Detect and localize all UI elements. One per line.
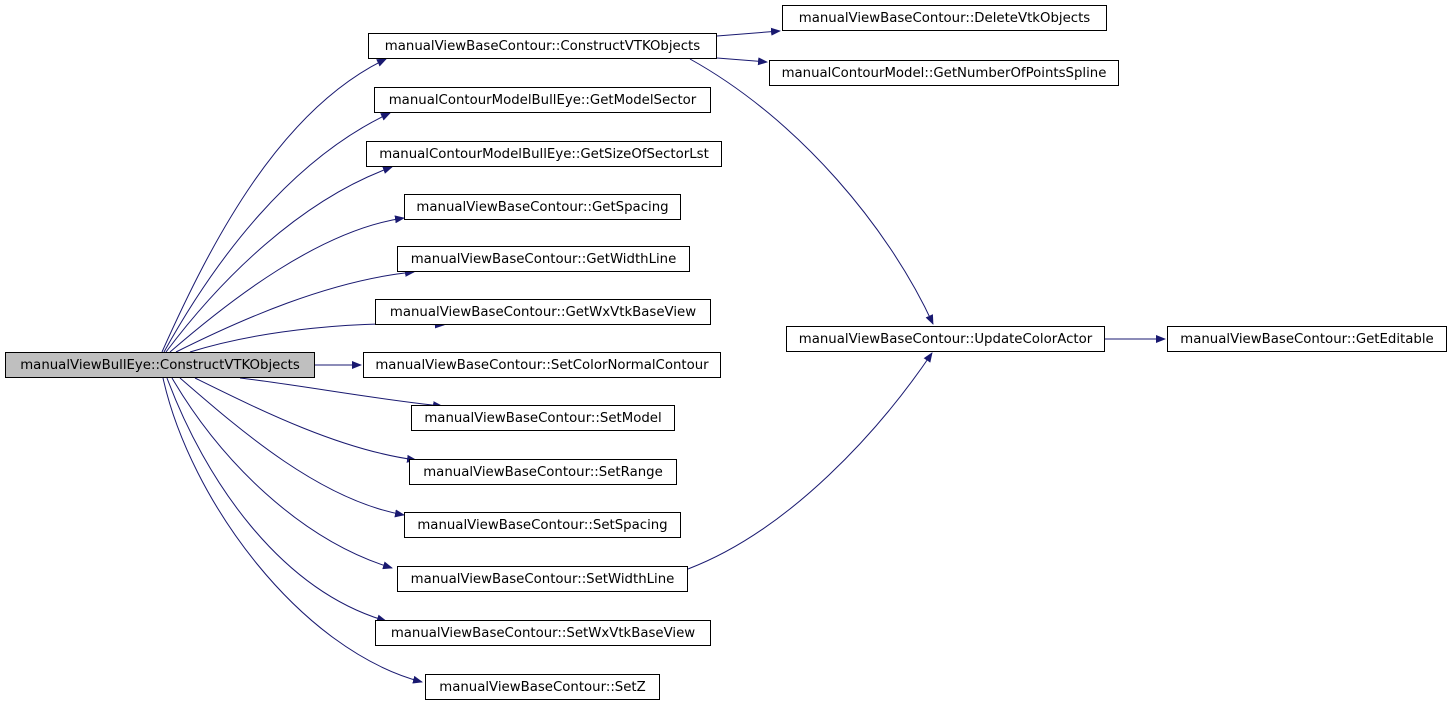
node-set-spacing[interactable]: manualViewBaseContour::SetSpacing [404, 512, 681, 538]
node-set-model[interactable]: manualViewBaseContour::SetModel [411, 405, 675, 431]
node-get-model-sector[interactable]: manualContourModelBullEye::GetModelSecto… [374, 87, 711, 113]
node-set-z[interactable]: manualViewBaseContour::SetZ [425, 674, 660, 700]
node-set-range[interactable]: manualViewBaseContour::SetRange [409, 459, 677, 485]
node-get-width-line[interactable]: manualViewBaseContour::GetWidthLine [397, 246, 690, 272]
edge-root-to-n_gwx [189, 320, 445, 353]
node-set-color-normal-contour[interactable]: manualViewBaseContour::SetColorNormalCon… [363, 352, 721, 378]
edge-n_cvtk-to-n_dvtk [716, 27, 781, 37]
edge-root-to-n_gsos [165, 166, 393, 353]
node-update-color-actor[interactable]: manualViewBaseContour::UpdateColorActor [786, 326, 1105, 352]
edge-root-to-n_srng [194, 377, 417, 463]
edge-root-to-n_swl [171, 377, 393, 570]
node-get-wx-vtk-base-view[interactable]: manualViewBaseContour::GetWxVtkBaseView [375, 299, 711, 325]
node-root-construct-vtk-objects[interactable]: manualViewBullEye::ConstructVTKObjects [5, 352, 315, 378]
edge-root-to-n_swx [166, 377, 387, 623]
edge-root-to-n_sz [162, 377, 423, 684]
edge-root-to-n_smod [239, 377, 443, 410]
node-delete-vtk-objects[interactable]: manualViewBaseContour::DeleteVtkObjects [782, 5, 1107, 31]
edge-n_swl-to-n_uca [687, 352, 933, 570]
edge-root-to-n_gms [163, 112, 391, 353]
node-get-size-of-sector-lst[interactable]: manualContourModelBullEye::GetSizeOfSect… [366, 141, 722, 167]
node-get-number-of-points-spline[interactable]: manualContourModel::GetNumberOfPointsSpl… [769, 60, 1119, 86]
node-get-spacing[interactable]: manualViewBaseContour::GetSpacing [404, 194, 681, 220]
edge-root-to-n_gsp [169, 215, 405, 353]
edge-n_cvtk-to-n_uca [689, 58, 934, 325]
node-set-width-line[interactable]: manualViewBaseContour::SetWidthLine [397, 566, 688, 592]
edge-root-to-n_ssp [179, 377, 405, 518]
node-base-construct-vtk-objects[interactable]: manualViewBaseContour::ConstructVTKObjec… [368, 33, 717, 59]
edge-root-to-n_gwl [175, 268, 415, 353]
node-set-wx-vtk-base-view[interactable]: manualViewBaseContour::SetWxVtkBaseView [375, 620, 711, 646]
node-get-editable[interactable]: manualViewBaseContour::GetEditable [1167, 326, 1447, 352]
edge-n_cvtk-to-n_gnps [716, 57, 768, 66]
edge-root-to-n_cvtk [161, 58, 387, 353]
